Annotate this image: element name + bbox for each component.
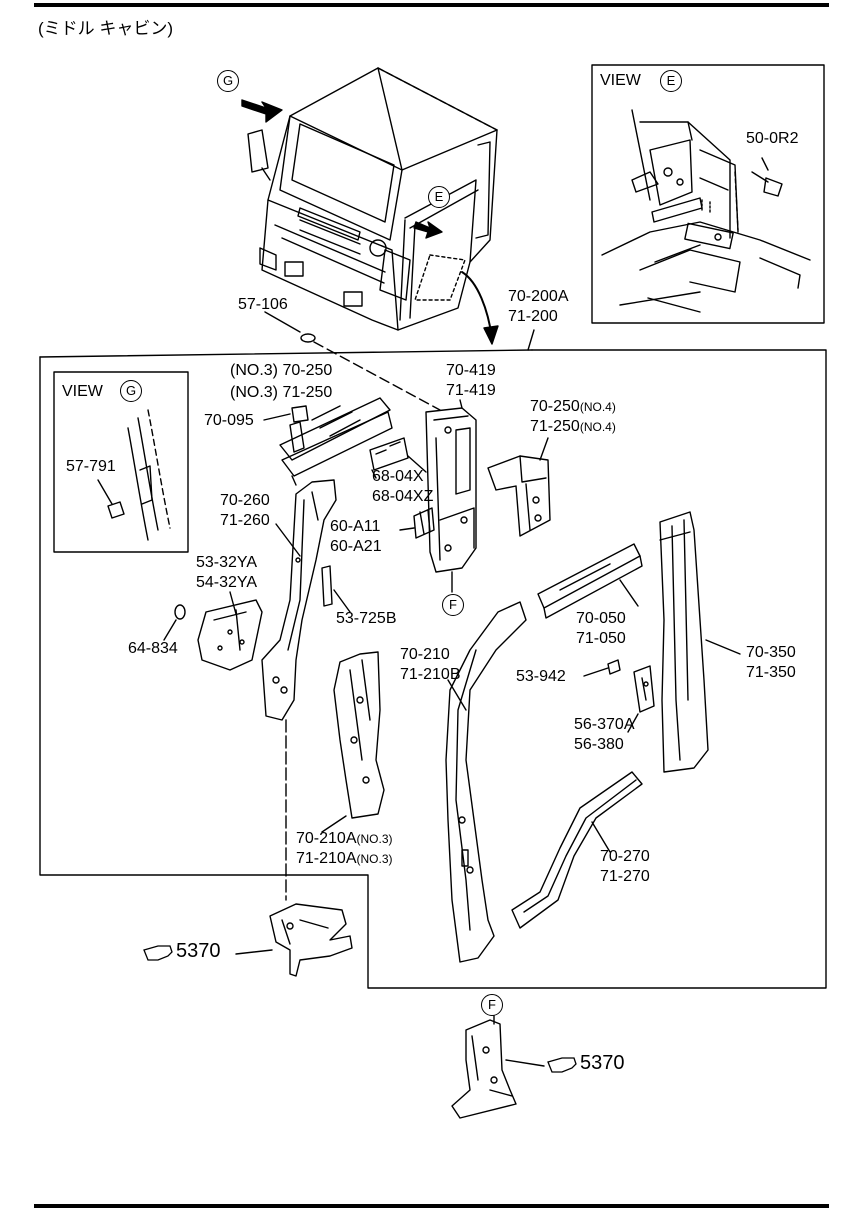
assembly-frame [39, 349, 827, 989]
view-g-box [53, 371, 189, 553]
part-70-210 [445, 601, 527, 963]
label-71-350: 71-350 [746, 664, 796, 681]
part-70-050 [537, 543, 643, 619]
label-70-210a-no3: 70-210A(NO.3) [296, 830, 393, 848]
part-5370-bottom [451, 1019, 517, 1119]
part-70-250-no3 [279, 397, 393, 486]
arrow-e [413, 221, 443, 239]
view-g-title: VIEW [62, 383, 103, 400]
label-71-250-no3: (NO.3) 71-250 [230, 384, 333, 401]
label-50-0r2: 50-0R2 [746, 130, 799, 147]
part-53-725b [321, 565, 333, 607]
label-53-32ya: 53-32YA [196, 554, 258, 571]
part-70-095 [291, 405, 309, 423]
label-70-095: 70-095 [204, 412, 254, 429]
callout-f-mid: F [442, 594, 464, 616]
part-5370-left [269, 903, 353, 977]
label-56-370a: 56-370A [574, 716, 635, 733]
view-e-title: VIEW [600, 72, 641, 89]
part-68-04x [369, 437, 409, 479]
position-note: (NO.3) [356, 852, 393, 866]
label-71-200: 71-200 [508, 308, 558, 325]
view-e-box [591, 64, 825, 324]
label-70-050: 70-050 [576, 610, 626, 627]
label-70-350: 70-350 [746, 644, 796, 661]
part-70-250-no4 [487, 437, 551, 537]
label-68-04xz: 68-04XZ [372, 488, 434, 505]
label-68-04x: 68-04X [372, 468, 424, 485]
label-70-260: 70-260 [220, 492, 270, 509]
part-56-370a [633, 665, 655, 713]
bottom-border [34, 1204, 829, 1208]
label-56-380: 56-380 [574, 736, 624, 753]
label-71-250-no4: 71-250(NO.4) [530, 418, 616, 436]
label-60-a11: 60-A11 [330, 518, 381, 535]
label-53-942: 53-942 [516, 668, 566, 685]
part-number: 70-210A [296, 830, 357, 847]
label-71-210b: 71-210B [400, 666, 461, 683]
part-70-210a-no3 [333, 651, 385, 819]
part-64-834 [174, 604, 186, 620]
arrow-g [241, 99, 283, 123]
label-57-106: 57-106 [238, 296, 288, 313]
view-e-callout: E [660, 70, 682, 92]
label-71-050: 71-050 [576, 630, 626, 647]
label-64-834: 64-834 [128, 640, 178, 657]
label-71-419: 71-419 [446, 382, 496, 399]
label-70-210: 70-210 [400, 646, 450, 663]
hand-pointer-icon [547, 1057, 577, 1073]
part-70-350 [659, 511, 709, 773]
label-70-419: 70-419 [446, 362, 496, 379]
part-number: 71-210A [296, 850, 357, 867]
cab-illustration [247, 67, 499, 345]
position-note: (NO.3) [356, 832, 393, 846]
label-54-32ya: 54-32YA [196, 574, 258, 591]
label-60-a21: 60-A21 [330, 538, 382, 555]
callout-e-top: E [428, 186, 450, 208]
part-53-942 [607, 659, 621, 675]
label-70-250-no4: 70-250(NO.4) [530, 398, 616, 416]
view-e-illustration [601, 109, 811, 313]
top-border [34, 3, 829, 7]
position-note: (NO.4) [579, 420, 616, 434]
part-53-32ya [197, 599, 263, 671]
label-5370-right: 5370 [580, 1052, 625, 1074]
label-71-210a-no3: 71-210A(NO.3) [296, 850, 393, 868]
callout-g-top: G [217, 70, 239, 92]
label-53-725b: 53-725B [336, 610, 397, 627]
part-57-106 [300, 333, 316, 343]
label-5370-left: 5370 [176, 940, 221, 962]
hand-pointer-icon [143, 945, 173, 961]
label-71-270: 71-270 [600, 868, 650, 885]
page-title: (ミドル キャビン) [38, 19, 174, 38]
callout-f-bottom: F [481, 994, 503, 1016]
label-70-270: 70-270 [600, 848, 650, 865]
part-number: 70-250 [530, 398, 580, 415]
view-g-illustration [97, 409, 171, 541]
label-70-250-no3: (NO.3) 70-250 [230, 362, 333, 379]
position-note: (NO.4) [579, 400, 616, 414]
label-57-791: 57-791 [66, 458, 116, 475]
view-g-callout: G [120, 380, 142, 402]
part-number: 71-250 [530, 418, 580, 435]
part-70-270 [511, 771, 643, 929]
part-70-260 [261, 479, 337, 721]
part-70-419 [425, 399, 477, 573]
label-71-260: 71-260 [220, 512, 270, 529]
label-70-200a: 70-200A [508, 288, 569, 305]
